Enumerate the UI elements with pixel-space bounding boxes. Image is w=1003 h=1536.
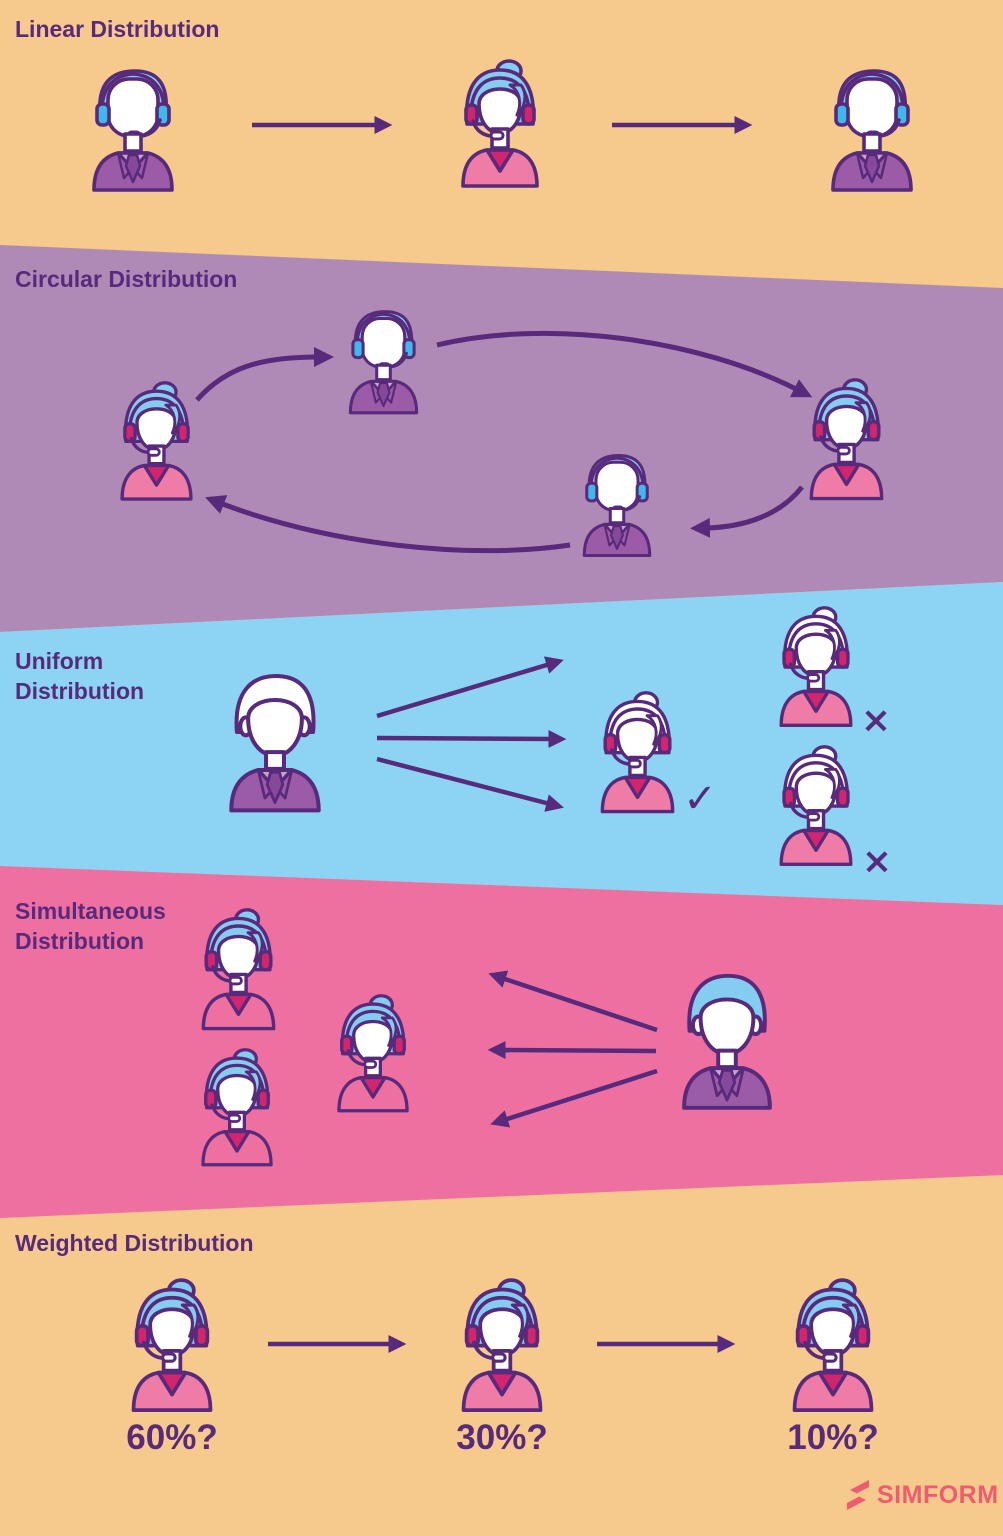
weight-label-30: 30%? (456, 1418, 548, 1457)
simultaneous-arrow-bottom (490, 1068, 658, 1128)
reject-x-mark-bottom: × (861, 841, 893, 882)
linear-agent-3-male (831, 69, 913, 192)
simultaneous-title-line2: Distribution (15, 928, 145, 954)
uniform-arrow-bottom (376, 756, 564, 812)
uniform-section-title: Uniform Distribution (15, 646, 144, 706)
linear-agent-2-female (461, 59, 539, 188)
reject-x-mark-top: × (860, 700, 892, 741)
simultaneous-agent-middle-female (337, 994, 409, 1113)
simultaneous-agent-top-female (201, 908, 276, 1031)
uniform-arrow-top (376, 656, 564, 719)
weighted-agent-2-female (461, 1278, 543, 1412)
uniform-arrow-middle (376, 729, 567, 748)
weighted-agent-1-female (131, 1278, 213, 1412)
simultaneous-arrow-top (488, 970, 658, 1033)
circular-agent-bottom-male (582, 454, 652, 558)
circular-section-title: Circular Distribution (15, 266, 238, 292)
uniform-agent-selected-female (600, 691, 675, 814)
uniform-agent-rejected-top-female (779, 606, 853, 728)
simform-logo-icon (847, 1480, 869, 1510)
linear-agent-1-male (92, 69, 174, 192)
circular-agent-right-female (809, 378, 884, 501)
accept-check-mark: ✓ (683, 776, 717, 822)
simform-logo: SIMFORM (845, 1479, 999, 1511)
weight-label-10: 10%? (787, 1418, 879, 1457)
weighted-agent-3-female (792, 1278, 874, 1412)
circular-agent-top-male (348, 310, 419, 415)
weight-label-60: 60%? (126, 1418, 218, 1457)
simform-logo-text: SIMFORM (877, 1480, 999, 1509)
band-circular (0, 245, 1003, 632)
circular-arrow-bottom-to-left (205, 495, 571, 554)
simultaneous-arrow-middle (487, 1041, 657, 1060)
weighted-section-title: Weighted Distribution (15, 1230, 254, 1256)
circular-agent-left-female (120, 381, 193, 501)
simultaneous-caller (682, 973, 772, 1110)
uniform-agent-rejected-bottom-female (779, 745, 853, 867)
circular-arrow-left-to-top (195, 347, 334, 402)
simultaneous-title-line1: Simultaneous (15, 898, 166, 924)
circular-arrow-right-to-bottom (690, 485, 804, 538)
band-uniform (0, 582, 1003, 905)
uniform-title-line2: Distribution (15, 678, 145, 704)
linear-section-title: Linear Distribution (15, 16, 220, 42)
uniform-caller (231, 676, 318, 810)
uniform-title-line1: Uniform (15, 648, 104, 674)
simultaneous-section-title: Simultaneous Distribution (15, 896, 166, 956)
circular-arrow-top-to-right (436, 330, 813, 398)
simultaneous-agent-bottom-female (201, 1048, 273, 1167)
